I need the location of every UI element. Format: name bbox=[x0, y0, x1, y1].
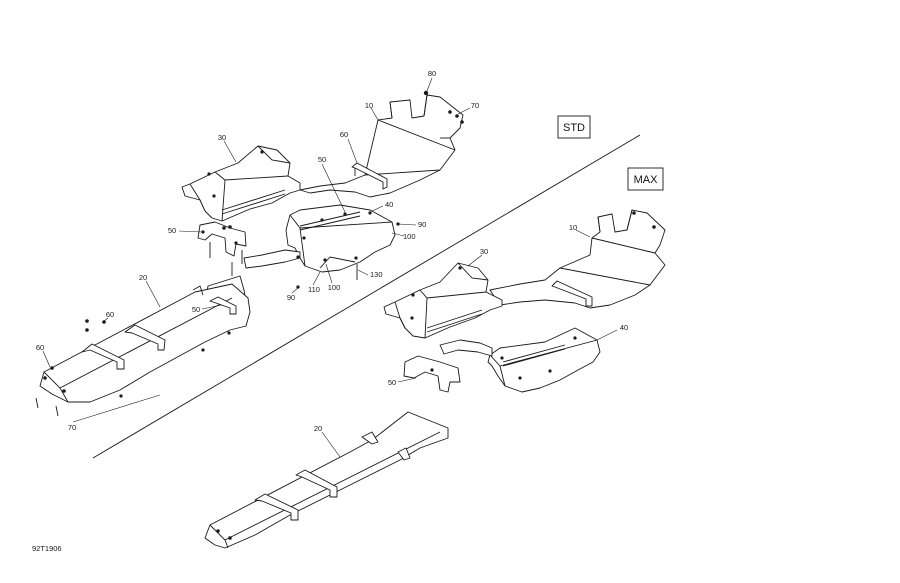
std-callout-50-left: 50 bbox=[168, 226, 176, 235]
std-callout-60: 60 bbox=[340, 130, 348, 139]
max-part-30-side-box bbox=[383, 262, 503, 339]
std-part-40-rear-deflector bbox=[285, 204, 396, 273]
std-label: STD bbox=[563, 122, 585, 134]
std-part-50-bracket-upper bbox=[197, 221, 247, 257]
std-callouts: 80 70 10 60 30 50 50 40 90 100 130 90 11… bbox=[36, 69, 479, 432]
std-part-50-bracket-mid bbox=[243, 249, 301, 269]
max-part-20-long-skid-plate bbox=[204, 411, 449, 549]
max-part-10-front-skid-plate bbox=[489, 209, 666, 309]
max-hardware bbox=[410, 211, 656, 380]
std-callout-130: 130 bbox=[370, 270, 383, 279]
std-callout-50-lower: 50 bbox=[192, 305, 200, 314]
max-assembly: 10 30 40 50 20 bbox=[204, 209, 666, 549]
std-callout-70-lower: 70 bbox=[68, 423, 76, 432]
std-callout-20: 20 bbox=[139, 273, 147, 282]
max-callouts: 10 30 40 50 20 bbox=[314, 223, 628, 433]
std-leaders bbox=[42, 77, 471, 423]
max-label-box: MAX bbox=[627, 167, 664, 191]
std-callout-100-right: 100 bbox=[403, 232, 416, 241]
std-part-60-bracket bbox=[351, 162, 388, 190]
max-part-50-bracket bbox=[403, 339, 493, 393]
std-callout-100-lower: 100 bbox=[328, 283, 341, 292]
drawing-reference-number: 92T1906 bbox=[32, 544, 62, 553]
std-callout-60-mid: 60 bbox=[106, 310, 114, 319]
max-bracket-front bbox=[551, 280, 593, 307]
std-label-box: STD bbox=[557, 115, 591, 139]
std-callout-110: 110 bbox=[308, 285, 320, 294]
std-part-30-side-box bbox=[181, 145, 301, 222]
variant-divider-line bbox=[92, 134, 641, 459]
max-callout-40: 40 bbox=[620, 323, 628, 332]
std-callout-90-right: 90 bbox=[418, 220, 426, 229]
std-callout-80: 80 bbox=[428, 69, 436, 78]
max-callout-30: 30 bbox=[480, 247, 488, 256]
std-assembly: 80 70 10 60 30 50 50 40 90 100 130 90 11… bbox=[35, 69, 479, 432]
max-label: MAX bbox=[634, 174, 659, 186]
std-callout-90-lower: 90 bbox=[287, 293, 295, 302]
std-part-20-long-skid-plate bbox=[39, 283, 251, 403]
std-callout-50-upper: 50 bbox=[318, 155, 326, 164]
max-callout-10: 10 bbox=[569, 223, 577, 232]
std-callout-10: 10 bbox=[365, 101, 373, 110]
max-callout-20: 20 bbox=[314, 424, 322, 433]
max-leaders bbox=[321, 229, 618, 458]
std-hardware bbox=[35, 90, 464, 417]
std-callout-40: 40 bbox=[385, 200, 393, 209]
max-callout-50: 50 bbox=[388, 378, 396, 387]
std-callout-30: 30 bbox=[218, 133, 226, 142]
std-callout-70: 70 bbox=[471, 101, 479, 110]
std-callout-60-left: 60 bbox=[36, 343, 44, 352]
max-part-40-rear-deflector bbox=[487, 327, 601, 393]
